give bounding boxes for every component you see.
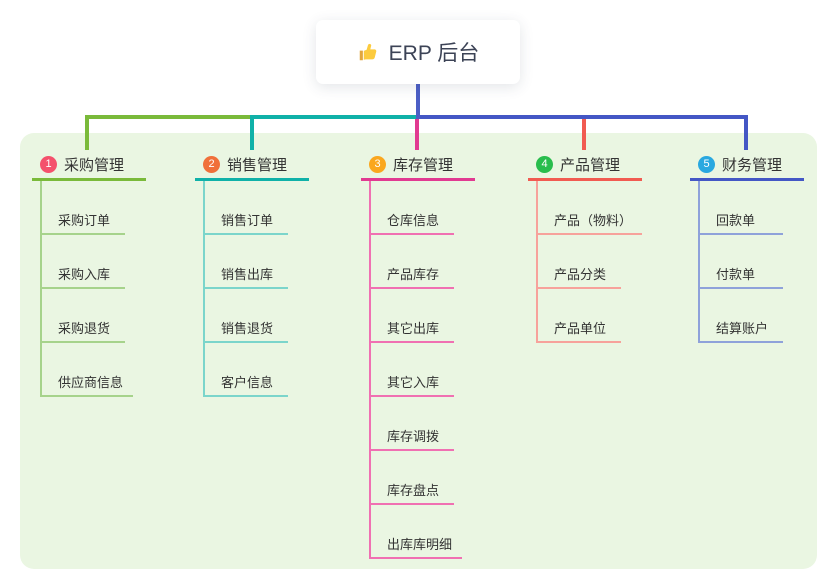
child-row: 结算账户 [698,289,804,343]
child-row: 采购订单 [40,181,146,235]
child-row: 销售出库 [203,235,309,289]
child-row: 采购退货 [40,289,146,343]
connector-drop-3 [415,115,419,150]
child-row: 回款单 [698,181,804,235]
branch-title-node[interactable]: 4 产品管理 [528,150,642,181]
child-row: 销售退货 [203,289,309,343]
branch-3: 3 库存管理 仓库信息产品库存其它出库其它入库库存调拨库存盘点出库库明细 [361,150,475,559]
child-row: 采购入库 [40,235,146,289]
connector-root-stem [416,84,420,119]
branch-1: 1 采购管理 采购订单采购入库采购退货供应商信息 [32,150,146,397]
branch-title-label: 销售管理 [227,156,288,174]
branch-title-node[interactable]: 3 库存管理 [361,150,475,181]
child-node[interactable]: 采购订单 [40,210,125,235]
child-node[interactable]: 产品单位 [536,318,621,343]
branch-title-label: 采购管理 [64,156,125,174]
connector-bus-2 [250,115,421,119]
child-row: 销售订单 [203,181,309,235]
branch-title-node[interactable]: 5 财务管理 [690,150,804,181]
child-node[interactable]: 采购入库 [40,264,125,289]
child-node[interactable]: 销售订单 [203,210,288,235]
branch-2: 2 销售管理 销售订单销售出库销售退货客户信息 [195,150,309,397]
child-node[interactable]: 其它出库 [369,318,454,343]
child-row: 付款单 [698,235,804,289]
child-row: 库存调拨 [369,397,475,451]
child-node[interactable]: 出库库明细 [369,534,463,559]
child-row: 产品库存 [369,235,475,289]
child-node[interactable]: 产品（物料） [536,210,642,235]
child-node[interactable]: 产品库存 [369,264,454,289]
branch-title-node[interactable]: 2 销售管理 [195,150,309,181]
child-row: 库存盘点 [369,451,475,505]
branch-child-connector-line [536,181,538,343]
branch-number-badge: 2 [203,155,220,173]
child-node[interactable]: 销售退货 [203,318,288,343]
child-node[interactable]: 采购退货 [40,318,125,343]
child-row: 产品单位 [536,289,642,343]
branch-4: 4 产品管理 产品（物料） 产品分类产品单位 [528,150,642,343]
child-node[interactable]: 库存盘点 [369,480,454,505]
connector-drop-4 [582,115,586,150]
branch-child-connector-line [40,181,42,397]
branch-number-badge: 5 [698,155,715,173]
connector-drop-5 [744,115,748,150]
child-node[interactable]: 仓库信息 [369,210,454,235]
child-row: 其它出库 [369,289,475,343]
connector-drop-2 [250,115,254,150]
branch-child-connector-line [698,181,700,343]
branch-title-label: 财务管理 [722,156,783,174]
child-row: 产品（物料） [536,181,642,235]
branch-title-label: 产品管理 [560,156,621,174]
mindmap-background-panel [20,133,817,569]
branch-children: 采购订单采购入库采购退货供应商信息 [32,181,146,397]
thumbs-up-icon [357,41,379,63]
child-node[interactable]: 其它入库 [369,372,454,397]
child-row: 出库库明细 [369,505,475,559]
branch-child-connector-line [203,181,205,397]
branch-children: 产品（物料） 产品分类产品单位 [528,181,642,343]
child-node[interactable]: 客户信息 [203,372,288,397]
child-node[interactable]: 回款单 [698,210,783,235]
branch-title-node[interactable]: 1 采购管理 [32,150,146,181]
branch-number-badge: 3 [369,155,386,173]
root-label: ERP 后台 [388,42,480,65]
branch-number-badge: 4 [536,155,553,173]
connector-bus-5 [417,115,748,119]
child-node[interactable]: 库存调拨 [369,426,454,451]
child-row: 供应商信息 [40,343,146,397]
child-node[interactable]: 结算账户 [698,318,783,343]
branch-children: 回款单付款单结算账户 [690,181,804,343]
child-node[interactable]: 产品分类 [536,264,621,289]
branch-5: 5 财务管理 回款单付款单结算账户 [690,150,804,343]
child-row: 仓库信息 [369,181,475,235]
branch-children: 销售订单销售出库销售退货客户信息 [195,181,309,397]
child-row: 客户信息 [203,343,309,397]
child-node[interactable]: 供应商信息 [40,372,134,397]
child-node[interactable]: 付款单 [698,264,783,289]
child-row: 产品分类 [536,235,642,289]
child-row: 其它入库 [369,343,475,397]
child-node[interactable]: 销售出库 [203,264,288,289]
branch-children: 仓库信息产品库存其它出库其它入库库存调拨库存盘点出库库明细 [361,181,475,559]
branch-child-connector-line [369,181,371,559]
branch-title-label: 库存管理 [393,156,454,174]
connector-drop-1 [85,115,89,150]
root-node-erp[interactable]: ERP 后台 [316,20,520,84]
branch-number-badge: 1 [40,155,57,173]
